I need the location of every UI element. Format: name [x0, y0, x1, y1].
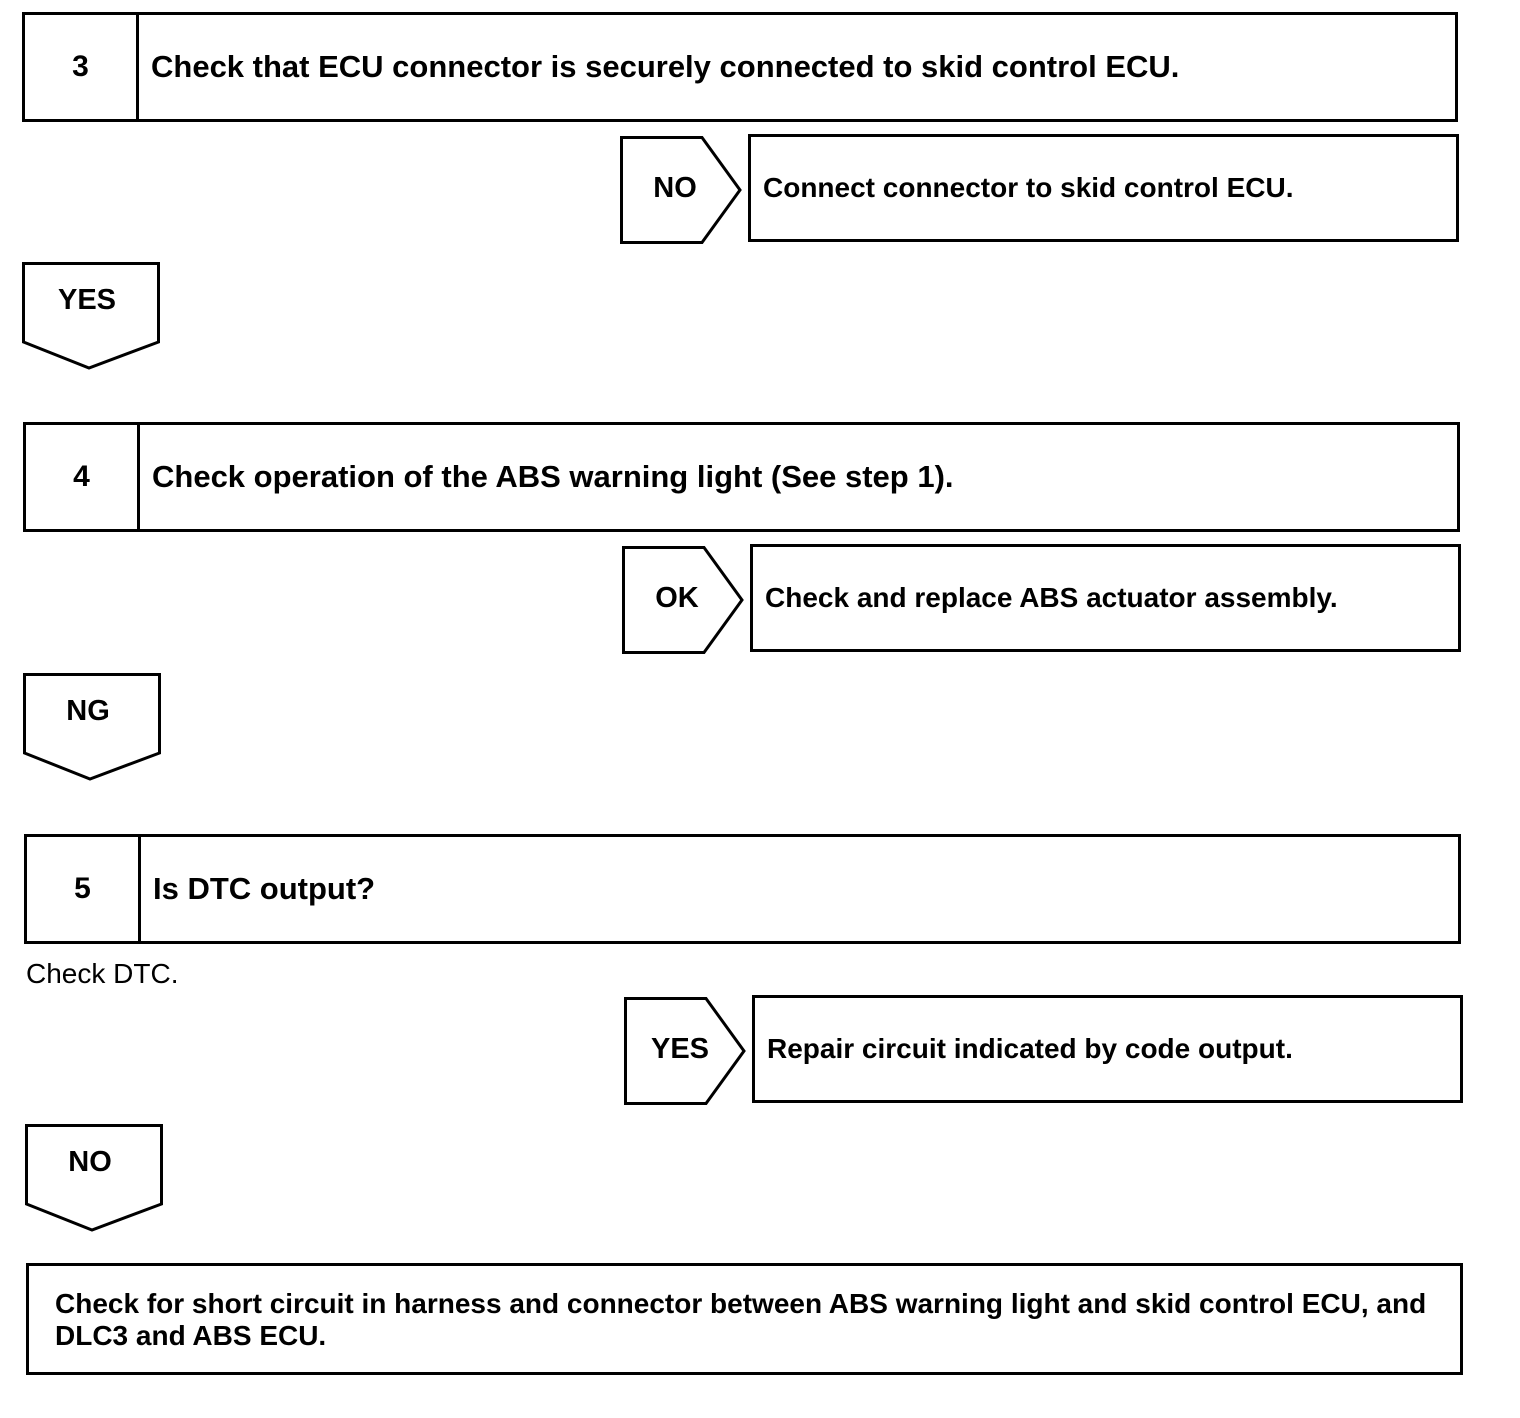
step-5-question: Is DTC output? — [153, 871, 376, 906]
step-4-number: 4 — [26, 425, 140, 529]
arrow-down-icon — [22, 262, 160, 370]
step-4-side-action: Check and replace ABS actuator assembly. — [750, 544, 1461, 652]
step-3-side-action: Connect connector to skid control ECU. — [748, 134, 1459, 242]
step-3-down-branch-arrow: YES — [22, 262, 160, 370]
arrow-down-icon — [25, 1124, 163, 1232]
step-3-question: Check that ECU connector is securely con… — [151, 49, 1180, 84]
step-4-side-branch-label: OK — [655, 582, 699, 614]
step-3-side-branch-label: NO — [653, 172, 697, 204]
step-5-box: 5 Is DTC output? — [24, 834, 1461, 944]
step-4-down-branch-label: NG — [66, 695, 110, 727]
step-5-down-branch-arrow: NO — [25, 1124, 163, 1232]
arrow-down-icon — [23, 673, 161, 781]
step-3-down-branch-label: YES — [57, 284, 117, 316]
step-5-side-branch-arrow: YES — [624, 997, 746, 1105]
step-5-side-branch-label: YES — [650, 1033, 710, 1065]
step-4-question: Check operation of the ABS warning light… — [152, 459, 954, 494]
step-4-side-branch-arrow: OK — [622, 546, 744, 654]
arrow-right-icon — [620, 136, 742, 244]
step-5-number: 5 — [27, 837, 141, 941]
step-5-down-branch-label: NO — [68, 1146, 112, 1178]
step-3-number: 3 — [25, 15, 139, 119]
step-5-note: Check DTC. — [26, 958, 179, 989]
step-3-side-branch-arrow: NO — [620, 136, 742, 244]
step-3-box: 3 Check that ECU connector is securely c… — [22, 12, 1458, 122]
step-4-box: 4 Check operation of the ABS warning lig… — [23, 422, 1460, 532]
step-4-down-branch-arrow: NG — [23, 673, 161, 781]
step-5-side-action: Repair circuit indicated by code output. — [752, 995, 1463, 1103]
arrow-right-icon — [622, 546, 744, 654]
arrow-right-icon — [624, 997, 746, 1105]
final-action-box: Check for short circuit in harness and c… — [26, 1263, 1463, 1375]
